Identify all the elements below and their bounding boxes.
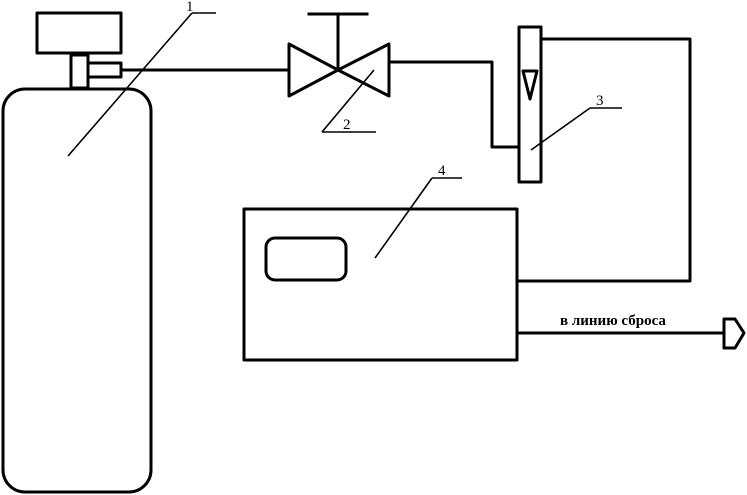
callout-number-1: 1 (186, 0, 194, 15)
valve-left-triangle (287, 42, 340, 98)
rotameter (517, 25, 543, 184)
analyzer-body (242, 207, 519, 362)
callout-line-4 (374, 177, 433, 259)
gas-analyzer (242, 207, 519, 362)
valve-right-triangle (336, 42, 391, 98)
callout-number-4: 4 (438, 163, 446, 179)
callout-line-3 (530, 107, 591, 151)
rotameter-tube (517, 25, 543, 184)
discharge-arrow-icon (722, 317, 746, 350)
rotameter-float (521, 69, 539, 101)
callout-number-2: 2 (343, 117, 351, 133)
callout-number-3: 3 (596, 93, 604, 109)
callout-line-2 (321, 69, 375, 133)
analyzer-display (264, 236, 348, 282)
callout-line-1 (67, 12, 193, 157)
cylinder-neck (69, 53, 90, 90)
pipe-flowmeter-to-analyzer (515, 37, 692, 283)
outlet-fitting (86, 61, 123, 79)
outlet-label: в линию сброса (560, 313, 666, 329)
shutoff-valve (287, 12, 391, 98)
pipe-valve-to-flowmeter (387, 60, 521, 149)
pressure-regulator (35, 11, 123, 55)
cylinder-body (1, 87, 153, 494)
